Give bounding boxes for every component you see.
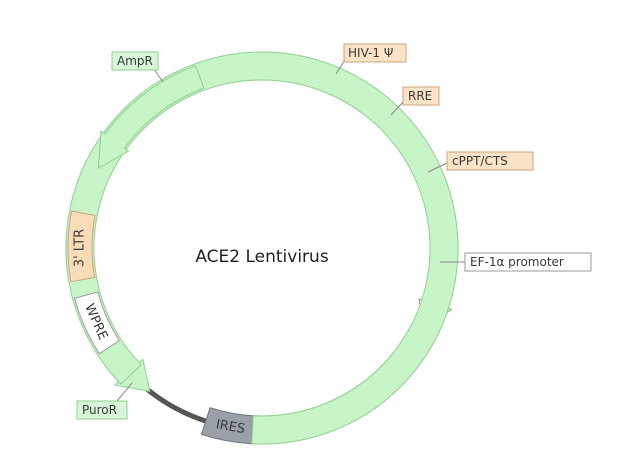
rre-label: RRE xyxy=(408,89,432,103)
puror-label: PuroR xyxy=(82,403,117,417)
label-ef1a: EF-1α promoter xyxy=(464,252,592,272)
plasmid-title: ACE2 Lentivirus xyxy=(195,247,329,267)
ampr-feature xyxy=(97,65,205,170)
label-rre: RRE xyxy=(402,86,440,106)
hiv-label: HIV-1 Ψ xyxy=(348,46,393,60)
ltr3-text: 3' LTR xyxy=(73,229,88,267)
ef1a-label: EF-1α promoter xyxy=(470,255,564,269)
ires-text: IRES xyxy=(215,417,247,437)
ires-feature xyxy=(200,407,254,445)
leader-puror xyxy=(116,382,133,402)
wpre-feature xyxy=(73,291,121,355)
label-cppt: cPPT/CTS xyxy=(446,151,534,171)
ampr-label: AmpR xyxy=(117,54,153,68)
leader-rre xyxy=(390,101,404,116)
ltr3-feature xyxy=(67,210,96,283)
puror-body xyxy=(65,51,459,445)
cppt-label: cPPT/CTS xyxy=(452,154,508,168)
label-hiv: HIV-1 Ψ xyxy=(343,43,407,63)
label-puror: PuroR xyxy=(76,400,128,420)
leader-cppt xyxy=(427,162,448,173)
label-ampr: AmpR xyxy=(111,51,159,71)
